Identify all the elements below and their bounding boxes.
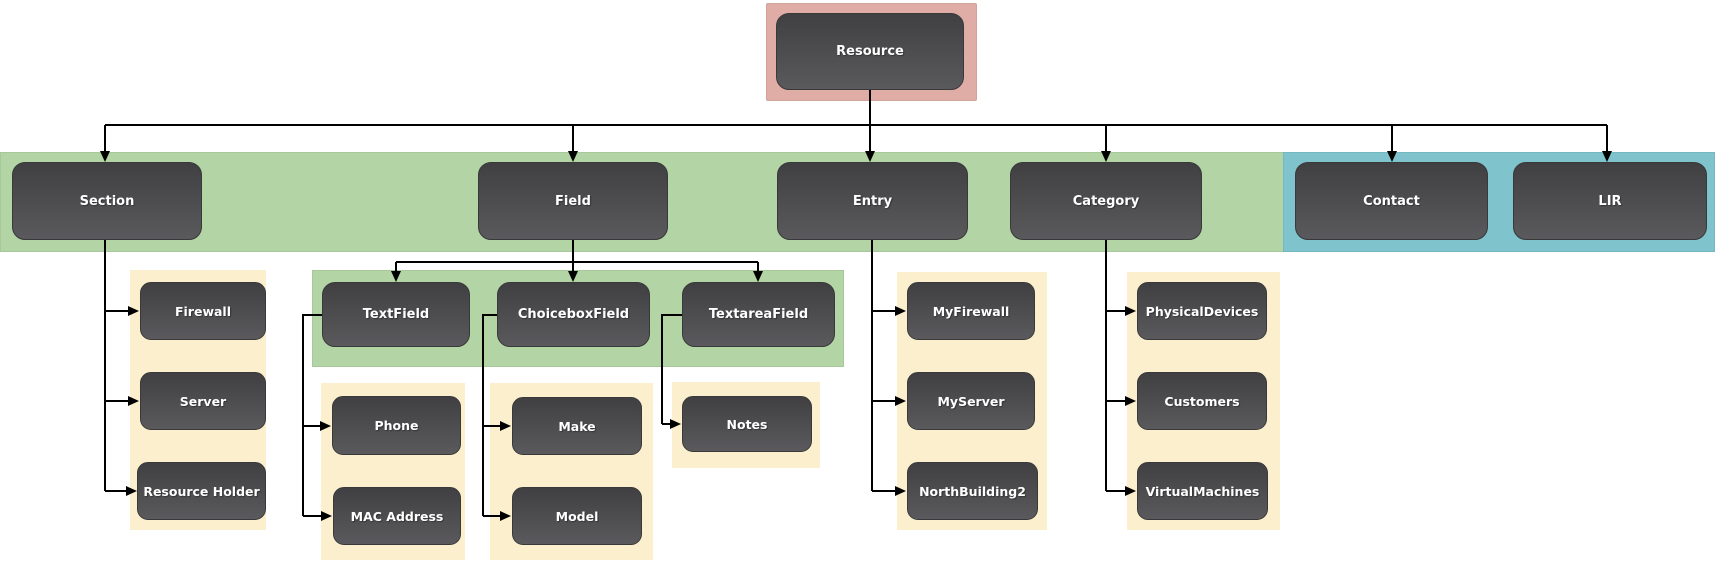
node-resource-holder: Resource Holder bbox=[137, 462, 266, 520]
node-notes: Notes bbox=[682, 396, 812, 452]
node-resource: Resource bbox=[776, 13, 964, 90]
node-section: Section bbox=[12, 162, 202, 240]
node-category: Category bbox=[1010, 162, 1202, 240]
node-mac-address: MAC Address bbox=[333, 487, 461, 545]
node-field: Field bbox=[478, 162, 668, 240]
node-physicaldevices: PhysicalDevices bbox=[1137, 282, 1267, 340]
node-myfirewall: MyFirewall bbox=[907, 282, 1035, 340]
node-server: Server bbox=[140, 372, 266, 430]
node-lir: LIR bbox=[1513, 162, 1707, 240]
node-model: Model bbox=[512, 487, 642, 545]
node-choiceboxfield: ChoiceboxField bbox=[497, 282, 650, 347]
node-myserver: MyServer bbox=[907, 372, 1035, 430]
node-virtualmachines: VirtualMachines bbox=[1137, 462, 1268, 520]
node-contact: Contact bbox=[1295, 162, 1488, 240]
node-entry: Entry bbox=[777, 162, 968, 240]
node-make: Make bbox=[512, 397, 642, 455]
node-customers: Customers bbox=[1137, 372, 1267, 430]
node-textfield: TextField bbox=[322, 282, 470, 347]
node-phone: Phone bbox=[332, 396, 461, 455]
node-textareafield: TextareaField bbox=[682, 282, 835, 347]
node-northbuilding2: NorthBuilding2 bbox=[907, 462, 1038, 520]
node-firewall: Firewall bbox=[140, 282, 266, 340]
